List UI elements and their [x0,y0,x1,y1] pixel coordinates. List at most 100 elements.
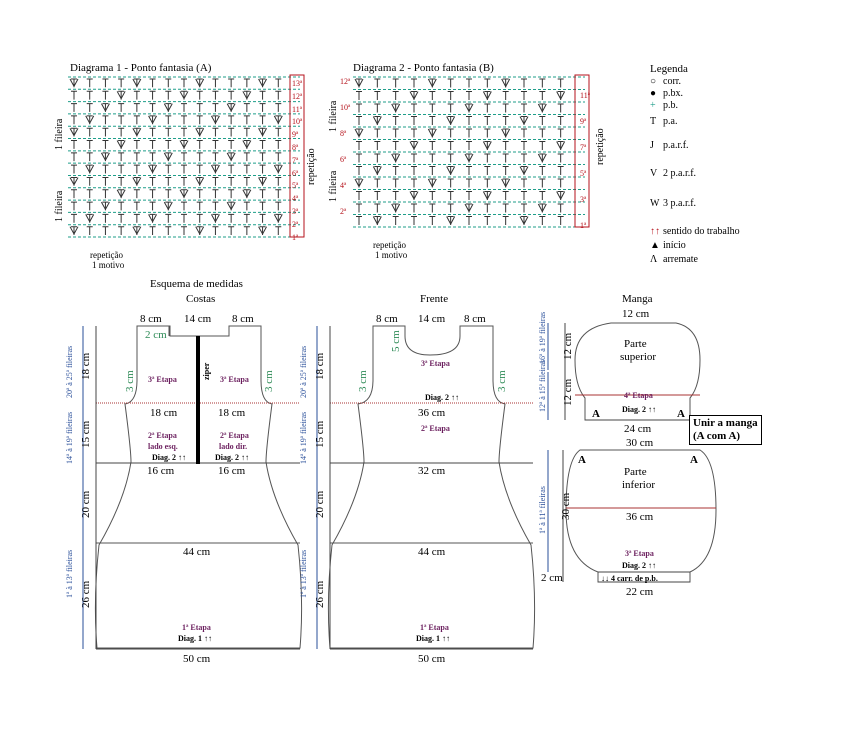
costas-lado-esq: lado esq. [148,442,178,451]
row-number: 11ª [580,91,590,100]
manga-rows-bot: 12ª à 15ª fileiras [538,359,547,412]
costas-diag2-right: Diag. 2 ↑↑ [215,453,249,462]
row-number: 2ª [292,219,299,229]
diagram2-repeat-motif-1: repetição [373,240,406,250]
frente-rows1: 20ª à 25ª fileiras [299,345,308,398]
manga-rows-top: 16ª à 19ª fileiras [538,311,547,364]
row-number: 3ª [580,195,587,204]
legend-symbol: Λ [650,254,658,265]
costas-h4: 26 cm [80,580,92,608]
zipper-line [196,336,200,464]
frente-hip: 44 cm [418,546,446,558]
zipper-label: ziper [202,362,211,380]
row-number: 12ª [340,77,351,86]
row-number: 10ª [340,103,351,112]
costas-bust-left: 18 cm [150,407,178,419]
costas-h3: 20 cm [80,490,92,518]
costas-armhole-left: 3 cm [124,370,136,392]
legend-symbol: ▲ [650,240,660,251]
legend-label: início [663,240,686,251]
manga-top: 12 cm [622,308,650,320]
stitch-symbols [68,76,300,238]
costas-hip: 44 cm [183,546,211,558]
diagram1-repeat-motif-2: 1 motivo [92,260,125,270]
costas-rows2: 14ª à 19ª fileiras [65,411,74,464]
manga-band: 2 cm [541,572,563,584]
row-number: 6ª [292,168,299,178]
diagram2-title: Diagrama 2 - Ponto fantasia (B) [353,62,494,74]
frente-etapa2: 2ª Etapa [421,424,450,433]
diagram2-stitch-chart [353,74,590,228]
diagram1-stitch-chart [68,74,305,238]
costas-etapa2-left: 2ª Etapa [148,431,177,440]
frente-top-mid: 14 cm [418,313,446,325]
diagram2-repeat-motif-2: 1 motivo [375,250,408,260]
join-note-line1: Unir a manga [693,417,758,429]
row-number: 1ª [292,232,299,242]
row-number: 12ª [292,91,303,101]
manga-title: Manga [622,293,653,305]
legend-symbol: + [650,100,656,111]
row-number: 4ª [292,194,299,204]
frente-armhole-right: 3 cm [496,370,508,392]
row-number: 1ª [580,221,587,230]
row-number: 7ª [580,143,587,152]
manga-diag2-sup: Diag. 2 ↑↑ [622,405,656,414]
frente-etapa3: 3ª Etapa [421,359,450,368]
manga-etapa3: 3ª Etapa [625,549,654,558]
frente-title: Frente [420,293,449,305]
row-number: 4ª [340,181,347,190]
costas-etapa3-right: 3ª Etapa [220,375,249,384]
manga-bottom: 22 cm [626,586,654,598]
legend-symbol: W [650,198,660,209]
frente-bottom: 50 cm [418,653,446,665]
frente-diag1: Diag. 1 ↑↑ [416,634,450,643]
manga-a-left: A [592,408,600,420]
manga-diag2-inf: Diag. 2 ↑↑ [622,561,656,570]
manga-w2: 30 cm [626,437,654,449]
costas-h2: 15 cm [80,420,92,448]
costas-waist-left: 16 cm [147,465,175,477]
legend-label: corr. [663,76,682,87]
costas-top-right: 8 cm [232,313,254,325]
diagram1-repeat-motif-1: repetição [90,250,123,260]
frente-rows2: 14ª à 19ª fileiras [299,411,308,464]
legend-symbol: V [650,168,658,179]
costas-h1: 18 cm [80,352,92,380]
frente-h2: 15 cm [314,420,326,448]
manga-a2-right: A [690,454,698,466]
frente-bust: 36 cm [418,407,446,419]
manga-w1: 24 cm [624,423,652,435]
row-number: 2ª [340,207,347,216]
join-note-line2: (A com A) [693,430,741,442]
legend-label: arremate [663,254,698,265]
diagram1-title: Diagrama 1 - Ponto fantasia (A) [70,62,212,74]
row-number: 10ª [292,117,303,127]
frente-outline [327,325,536,650]
legend-symbol: J [650,140,654,151]
costas-armhole-right: 3 cm [263,370,275,392]
manga-sup-1: Parte [624,338,647,350]
frente-top-left: 8 cm [376,313,398,325]
row-number: 5ª [580,169,587,178]
manga-a2-left: A [578,454,586,466]
legend-label: p.bx. [663,88,683,99]
row-number: 5ª [292,181,299,191]
row-number: 6ª [340,155,347,164]
row-number: 13ª [292,79,303,88]
costas-diag1: Diag. 1 ↑↑ [178,634,212,643]
legend-label: p.a. [663,116,678,127]
frente-etapa1: 1ª Etapa [420,623,449,632]
frente-h4: 26 cm [314,580,326,608]
legend-label: 3 p.a.r.f. [663,198,697,209]
legend-symbol: ↑↑ [650,226,660,237]
frente-diag2-top: Diag. 2 ↑↑ [425,393,459,402]
frente-h3: 20 cm [314,490,326,518]
costas-etapa2-right: 2ª Etapa [220,431,249,440]
costas-etapa3-left: 3ª Etapa [148,375,177,384]
frente-neck: 5 cm [390,330,402,352]
row-number: 9ª [580,117,587,126]
join-sleeve-note: Unir a manga (A com A) [689,415,762,445]
costas-etapa1: 1ª Etapa [182,623,211,632]
